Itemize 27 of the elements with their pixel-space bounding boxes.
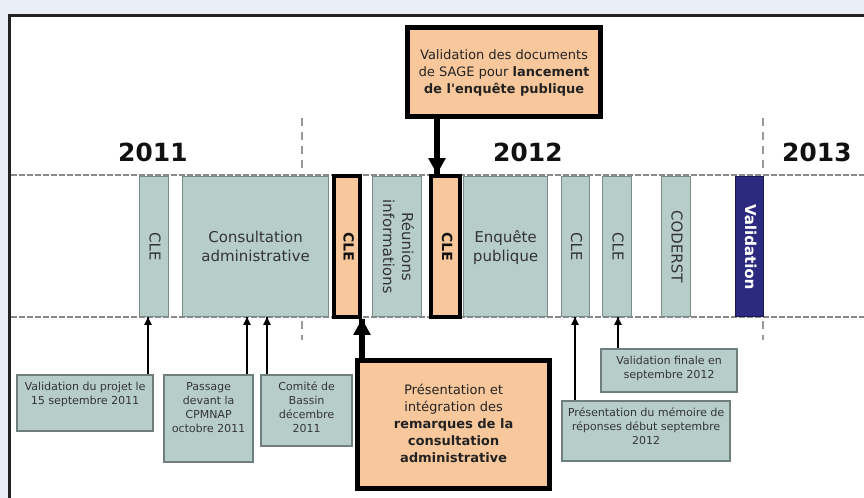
note-box: Présentation du mémoire de réponses début septembre 2012 — [561, 400, 731, 462]
arrow — [263, 317, 271, 374]
timeline-bar: CLE — [602, 176, 632, 317]
callout-box: Validation des documents de SAGE pour lancement de l'enquête publique — [405, 25, 603, 119]
timeline-bar: Consultation administrative — [182, 176, 329, 317]
timeline-bar: CLE — [139, 176, 169, 317]
arrow — [353, 319, 371, 358]
callout-box: Présentation et intégration des remarques de la consultation administrative — [355, 358, 552, 491]
arrow — [144, 317, 152, 374]
note-box: Validation du projet le 15 septembre 2011 — [16, 374, 154, 432]
validation-bar: Validation — [735, 176, 764, 317]
arrow — [614, 317, 622, 348]
arrow — [571, 317, 579, 400]
highlighted-bar: CLE — [332, 174, 362, 319]
timeline-bar: Réunions informations — [372, 176, 422, 317]
year-label: 2011 — [118, 137, 188, 169]
timeline-bar: CLE — [561, 176, 590, 317]
note-box: Comité de Bassin décembre 2011 — [260, 374, 353, 447]
year-label: 2012 — [493, 137, 563, 169]
note-box: Validation finale en septembre 2012 — [600, 348, 738, 393]
year-label: 2013 — [782, 137, 852, 169]
timeline-bar: Enquête publique — [463, 176, 548, 317]
note-box: Passage devant la CPMNAP octobre 2011 — [163, 374, 254, 463]
highlighted-bar: CLE — [429, 174, 462, 319]
arrow — [428, 119, 446, 174]
timeline-bar: CODERST — [661, 176, 691, 317]
arrow — [243, 317, 251, 374]
